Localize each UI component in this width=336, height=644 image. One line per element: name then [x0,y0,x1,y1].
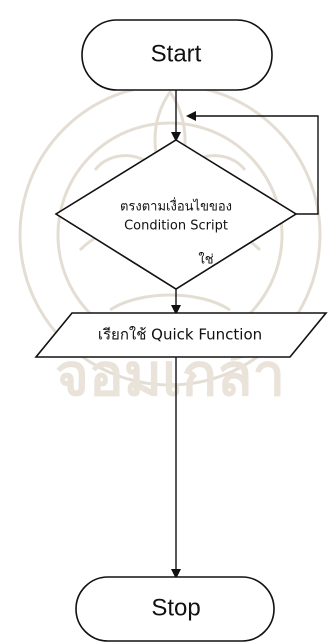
start-terminator: Start [81,19,273,91]
decision-label-line1: ตรงตามเงื่อนไขของ [120,198,232,215]
process-label: เรียกใช้ Quick Function [98,326,262,344]
decision-label-line2: Condition Script [124,219,228,234]
connector-loop-back [186,111,319,215]
yes-branch-label: ใช่ [198,252,213,268]
process-node: เรียกใช้ Quick Function [34,312,328,358]
stop-label: Stop [151,594,200,621]
stop-terminator: Stop [75,576,275,642]
decision-node: ตรงตามเงื่อนไขของ Condition Script [54,139,298,290]
start-label: Start [151,40,202,67]
